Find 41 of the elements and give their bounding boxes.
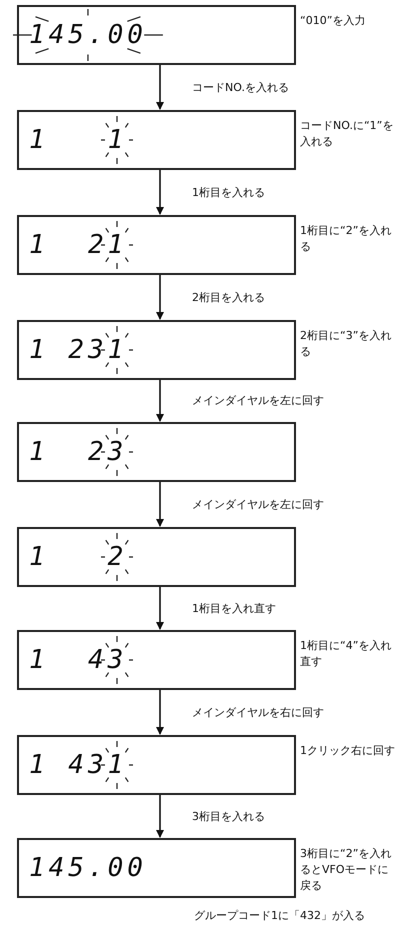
step-note: “010”を入力 [300,13,366,29]
lcd-display [17,215,296,275]
lcd-display [17,110,296,170]
arrow [156,482,164,527]
display-digits: 1 231 [29,334,128,366]
arrow [156,65,164,110]
edge-label: 1桁目を入れ直す [192,602,276,616]
step-note: 1クリック右に回す [300,743,396,759]
lcd-display [17,838,296,898]
edge-label: 3桁目を入れる [192,810,265,824]
step-note: 1桁目に“4”を入れ直す [300,638,392,670]
display-digits: 1 21 [29,229,128,261]
edge-label: メインダイヤルを左に回す [192,498,324,512]
arrow [156,380,164,422]
edge-label: メインダイヤルを左に回す [192,394,324,408]
arrow [156,795,164,838]
arrow [156,690,164,735]
arrow [156,275,164,320]
step-note: 1桁目に“2”を入れる [300,223,392,255]
display-digits: 1 2 [29,541,128,573]
edge-label: 2桁目を入れる [192,290,265,304]
lcd-display [17,527,296,587]
lcd-display [17,422,296,482]
display-digits: 145.00 [29,852,147,884]
edge-label: コードNO.を入れる [192,80,289,94]
lcd-display [17,630,296,690]
step-note: 3桁目に“2”を入れるとVFOモードに戻る [300,846,392,894]
display-digits: 1 431 [29,749,128,781]
display-digits: 145.00 [29,19,147,51]
display-digits: 1 43 [29,644,128,676]
edge-label: メインダイヤルを右に回す [192,706,324,720]
edge-label: 1桁目を入れる [192,186,265,200]
display-digits: 1 23 [29,436,128,468]
step-note: 2桁目に“3”を入れる [300,328,392,360]
result-note: グループコード1に「432」が入る [194,908,365,923]
display-digits: 1 1 [29,124,128,156]
arrow [156,587,164,630]
step-note: コードNO.に“1”を入れる [300,118,394,150]
arrow [156,170,164,215]
lcd-display [17,735,296,795]
lcd-display [17,320,296,380]
